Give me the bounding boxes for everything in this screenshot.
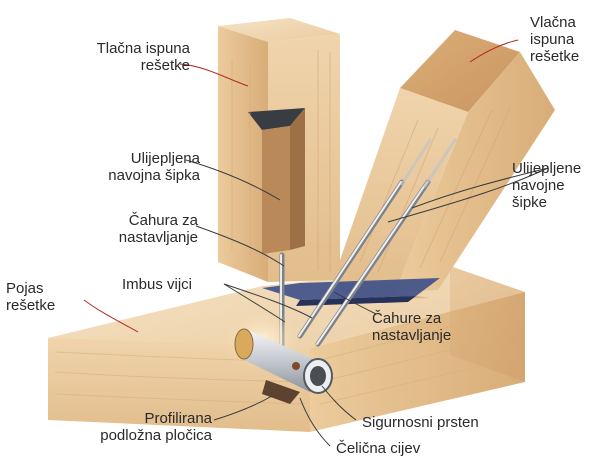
label-cijev-text: Čelična cijev xyxy=(336,440,420,457)
label-prsten-text: Sigurnosni prsten xyxy=(362,414,479,431)
label-ulijepljena-sipka: Ulijepljena navojna šipka xyxy=(70,150,200,184)
label-pojas-resetke: Pojas rešetke xyxy=(6,280,55,314)
slot-cavity xyxy=(262,126,290,254)
label-sigurnosni-prsten: Sigurnosni prsten xyxy=(362,414,479,431)
compression-member xyxy=(218,18,340,282)
label-cahura-text: Čahura za nastavljanje xyxy=(80,212,198,246)
label-vlacna-ispuna: Vlačna ispuna rešetke xyxy=(530,14,579,65)
label-cahure-text: Čahure za nastavljanje xyxy=(372,310,451,344)
label-cahure-za-nastavljanje: Čahure za nastavljanje xyxy=(372,310,451,344)
label-vlacna-text: Vlačna ispuna rešetke xyxy=(530,14,579,65)
label-celicna-cijev: Čelična cijev xyxy=(336,440,420,457)
label-profilirana-text: Profilirana podložna pločica xyxy=(60,410,212,444)
label-imbus-text: Imbus vijci xyxy=(122,276,192,293)
label-imbus-vijci: Imbus vijci xyxy=(122,276,192,293)
label-ulijepljena-text: Ulijepljena navojna šipka xyxy=(70,150,200,184)
label-tlacna-ispuna: Tlačna ispuna rešetke xyxy=(52,40,190,74)
label-ulijepljene-sipke: Ulijepljene navojne šipke xyxy=(512,160,581,211)
label-profilirana-plocica: Profilirana podložna pločica xyxy=(60,410,212,444)
label-cahura-za-nastavljanje: Čahura za nastavljanje xyxy=(80,212,198,246)
label-ulijepljene-text: Ulijepljene navojne šipke xyxy=(512,160,581,211)
label-pojas-text: Pojas rešetke xyxy=(6,280,55,314)
label-tlacna-text: Tlačna ispuna rešetke xyxy=(52,40,190,74)
